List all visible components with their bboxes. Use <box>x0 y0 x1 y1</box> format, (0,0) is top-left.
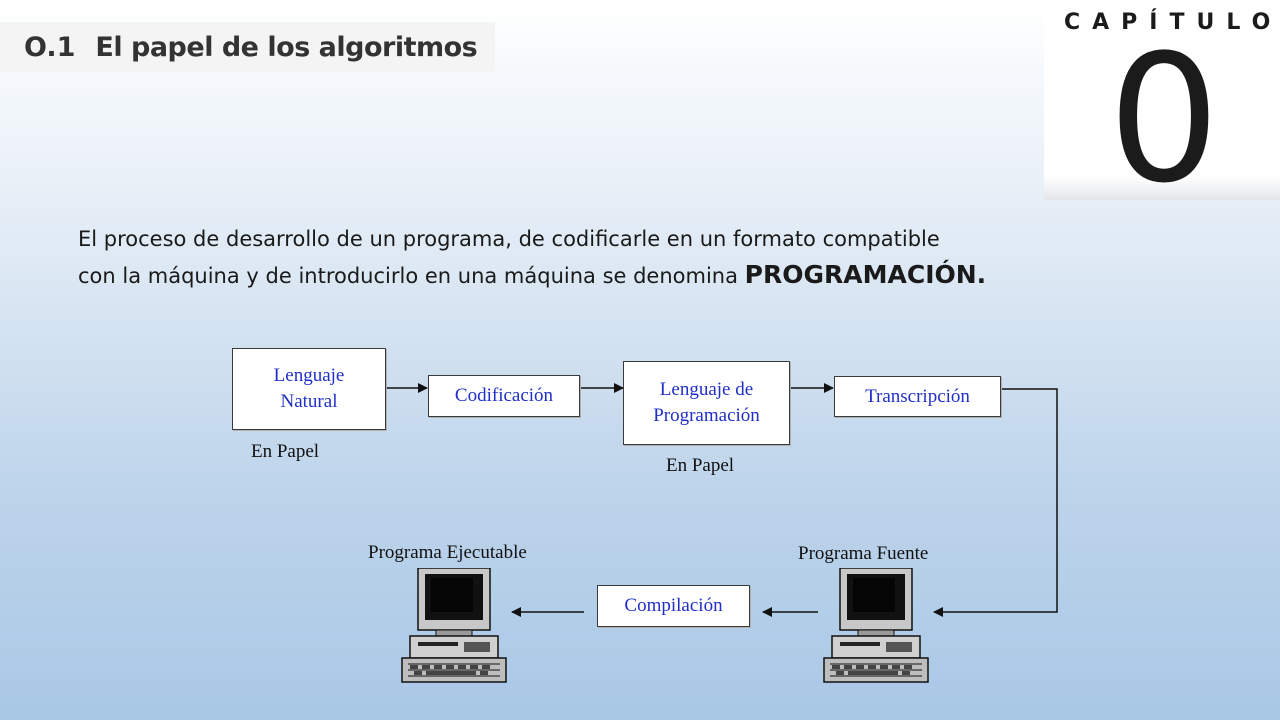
arrow-transcripcion-to-fuente <box>933 388 1058 617</box>
intro-line-1: El proceso de desarrollo de un programa,… <box>78 227 940 251</box>
section-title: El papel de los algoritmos <box>95 31 478 63</box>
node-lenguaje-natural: Lenguaje Natural <box>232 348 386 430</box>
node-lenguaje-natural-line-1: Lenguaje <box>273 365 345 386</box>
label-en-papel-2: En Papel <box>666 455 735 476</box>
chapter-word: CAPÍTULO <box>1064 10 1280 35</box>
computer-icon <box>823 568 929 683</box>
node-codificacion-label: Codificación <box>454 385 554 406</box>
intro-highlight: PROGRAMACIÓN. <box>744 260 987 289</box>
chapter-number: 0 <box>1108 17 1220 222</box>
intro-paragraph: El proceso de desarrollo de un programa,… <box>78 221 1228 294</box>
computer-icon <box>401 568 507 683</box>
section-heading: O.1 El papel de los algoritmos <box>0 22 495 72</box>
node-lenguaje-programacion-line-2: Programación <box>653 405 760 426</box>
label-en-papel-1: En Papel <box>251 441 320 462</box>
intro-line-2-wrap: con la máquina y de introducirlo en una … <box>78 257 1228 294</box>
node-lenguaje-programacion-line-1: Lenguaje de <box>659 379 754 400</box>
node-transcripcion: Transcripción <box>834 376 1001 417</box>
node-compilacion-label: Compilación <box>624 595 723 616</box>
node-transcripcion-label: Transcripción <box>865 385 970 407</box>
node-lenguaje-programacion: Lenguaje de Programación <box>623 361 790 445</box>
label-programa-fuente: Programa Fuente <box>798 543 929 564</box>
label-programa-ejecutable: Programa Ejecutable <box>368 542 527 563</box>
node-compilacion: Compilación <box>597 585 750 627</box>
node-lenguaje-natural-line-2: Natural <box>280 391 338 412</box>
chapter-badge: CAPÍTULO 0 <box>1044 0 1280 222</box>
section-number: O.1 <box>24 31 76 63</box>
node-codificacion: Codificación <box>428 375 580 417</box>
intro-line-2: con la máquina y de introducirlo en una … <box>78 264 738 288</box>
